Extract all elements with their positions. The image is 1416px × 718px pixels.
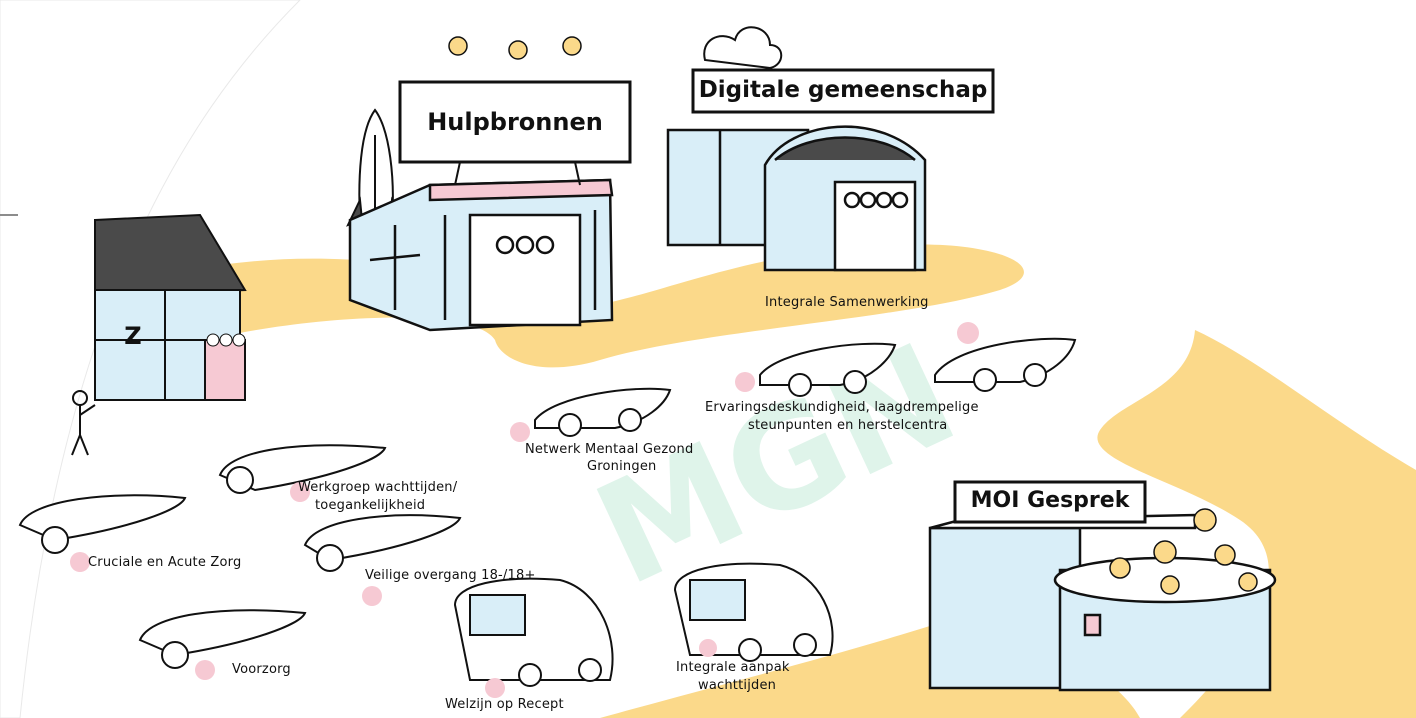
road-upper bbox=[94, 244, 1024, 368]
race-car-icon bbox=[18, 444, 462, 669]
digitale-sign-board bbox=[691, 68, 995, 114]
lightbulb-icon bbox=[1109, 508, 1258, 595]
hulpbronnen-building bbox=[348, 178, 614, 332]
lightbulb-icon bbox=[448, 36, 582, 60]
moi-building bbox=[928, 513, 1277, 692]
label-werkgroep-line1: Werkgroep wachttijden/ bbox=[298, 480, 458, 495]
sports-car-icon bbox=[534, 337, 1077, 437]
left-building bbox=[94, 213, 247, 401]
cloud-icon bbox=[703, 26, 783, 70]
pink-dot-markers bbox=[70, 322, 979, 698]
stick-figure-icon bbox=[71, 390, 96, 456]
label-ervarings-line2: steunpunten en herstelcentra bbox=[748, 418, 948, 433]
label-integrale-aanpak-line2: wachttijden bbox=[698, 678, 777, 693]
label-voorzorg: Voorzorg bbox=[232, 662, 291, 677]
label-werkgroep-line2: toegankelijkheid bbox=[315, 498, 426, 513]
label-integrale-samenwerking: Integrale Samenwerking bbox=[765, 295, 929, 310]
sign-hulpbronnen: Hulpbronnen bbox=[427, 108, 603, 136]
digitale-building bbox=[666, 125, 927, 272]
label-veilige: Veilige overgang 18-/18+ bbox=[365, 568, 536, 583]
sign-partial: Z bbox=[124, 322, 142, 350]
moi-sign-board bbox=[953, 480, 1147, 524]
bus-icon bbox=[453, 562, 834, 687]
rocket-icon bbox=[346, 108, 406, 227]
label-netwerk-line1: Netwerk Mentaal Gezond bbox=[525, 442, 694, 457]
label-ervarings-line1: Ervaringsdeskundigheid, laagdrempelige bbox=[705, 400, 979, 415]
label-integrale-aanpak-line1: Integrale aanpak bbox=[676, 660, 790, 675]
hulpbronnen-sign-board bbox=[398, 80, 632, 186]
label-netwerk-line2: Groningen bbox=[587, 459, 657, 474]
label-welzijn: Welzijn op Recept bbox=[445, 697, 564, 712]
road-right bbox=[1097, 330, 1416, 718]
sign-digitale-gemeenschap: Digitale gemeenschap bbox=[698, 77, 988, 103]
sign-moi-gesprek: MOI Gesprek bbox=[970, 488, 1130, 513]
label-cruciale: Cruciale en Acute Zorg bbox=[88, 555, 242, 570]
